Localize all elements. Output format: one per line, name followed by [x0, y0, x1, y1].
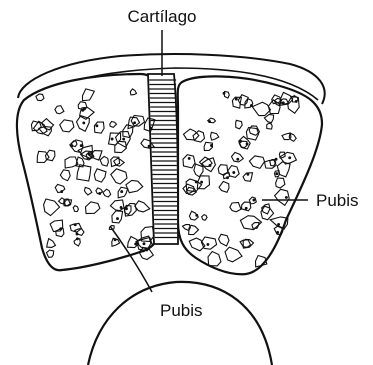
bone-pore-dot [74, 224, 76, 226]
bone-pore-dot [99, 193, 101, 195]
bone-pore-dot [251, 105, 253, 107]
bone-pore-dot [295, 101, 297, 103]
bone-pore-dot [80, 145, 82, 147]
bone-pore-dot [207, 244, 209, 246]
bone-pore-dot [76, 233, 78, 235]
bone-pore-dot [82, 109, 84, 111]
pubis-right-label: Pubis [316, 191, 359, 210]
bone-pore-dot [188, 158, 190, 160]
bone-pore-dot [120, 207, 122, 209]
bone-pore-dot [211, 145, 213, 147]
bone-pore-dot [148, 145, 150, 147]
bone-pore-dot [286, 197, 288, 199]
bone-pore-dot [201, 181, 203, 183]
pubis-bottom-label: Pubis [160, 301, 203, 320]
bone-pore-dot [209, 121, 211, 123]
cartilage-column [148, 74, 178, 244]
bone-pore-dot [143, 250, 145, 252]
bone-pore-dot [121, 191, 123, 193]
bone-pore-dot [117, 218, 119, 220]
bone-pore-dot [209, 165, 211, 167]
bone-pore-dot [275, 158, 277, 160]
bone-pore-dot [240, 140, 242, 142]
bone-pore-dot [77, 238, 79, 240]
bone-pore-dot [235, 98, 237, 100]
cartilage-label: Cartílago [128, 7, 197, 26]
bone-pore-dot [277, 232, 279, 234]
bone-pore-dot [143, 243, 145, 245]
bone-pore-dot [246, 143, 248, 145]
bone-pore-dot [96, 125, 98, 127]
bone-pore-dot [83, 122, 85, 124]
bone-pore-dot [233, 172, 235, 174]
bone-pore-dot [247, 173, 249, 175]
bone-pore-dot [111, 138, 113, 140]
bone-pore-dot [276, 173, 278, 175]
bone-pore-dot [282, 102, 284, 104]
pubic-arch [88, 282, 272, 365]
bone-pore-dot [134, 122, 136, 124]
bone-pore-dot [88, 153, 90, 155]
bone-pore-dot [227, 177, 229, 179]
bone-pore-dot [61, 191, 63, 193]
bone-pore-dot [150, 127, 152, 129]
bone-pore-dot [237, 158, 239, 160]
bone-pore-dot [135, 243, 137, 245]
bone-pore-dot [223, 92, 225, 94]
bone-pore-dot [289, 157, 291, 159]
bone-pore-dot [126, 208, 128, 210]
bone-pore-dot [253, 199, 255, 201]
bone-pore-dot [196, 214, 198, 216]
bone-pore-dot [123, 138, 125, 140]
bone-pore-dot [245, 207, 247, 209]
bone-pore-dot [278, 224, 280, 226]
bone-pore-dot [195, 181, 197, 183]
bone-pore-dot [114, 239, 116, 241]
